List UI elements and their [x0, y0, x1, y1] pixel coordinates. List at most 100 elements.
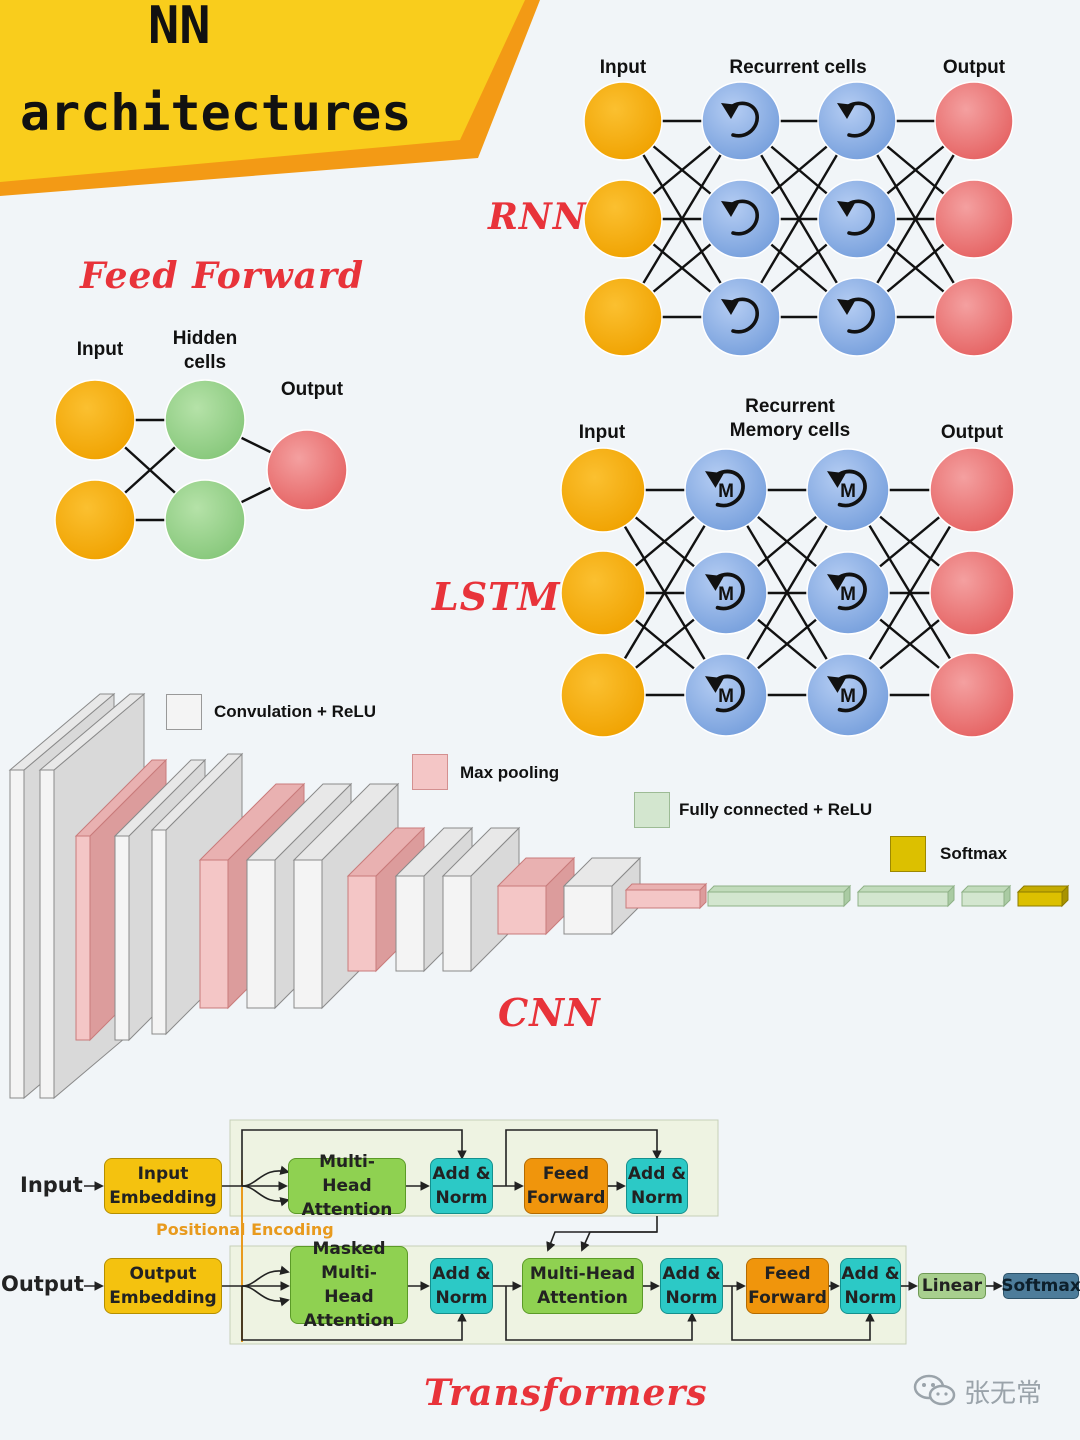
output-embedding-box: Output Embedding: [104, 1258, 222, 1314]
rnn-recurrent-node: [817, 81, 897, 161]
lstm-input-node: [560, 652, 646, 738]
rnn-recurrent-node: [701, 277, 781, 357]
encoder-add-norm-2-box: Add & Norm: [626, 1158, 688, 1214]
cnn-fc-layer: [706, 884, 852, 908]
lstm-memory-node: [684, 551, 768, 635]
lstm-memory-label: Recurrent Memory cells: [729, 396, 851, 441]
lstm-input-node: [560, 550, 646, 636]
rnn-recurrent-label: Recurrent cells: [729, 57, 867, 78]
rnn-input-node: [583, 277, 663, 357]
recurrent-loop-icon: [827, 572, 867, 611]
lstm-memory-node: [806, 551, 890, 635]
rnn-output-node: [934, 179, 1014, 259]
rnn-output-node: [934, 81, 1014, 161]
recurrent-loop-icon: [721, 199, 759, 236]
lstm-memory-letter: M: [840, 481, 856, 502]
legend-fc-label: Fully connected + ReLU: [679, 800, 873, 819]
ff-output-label: Output: [280, 379, 344, 400]
rnn-title: RNN: [488, 196, 587, 238]
lstm-memory-node: [806, 653, 890, 737]
transformers-title: Transformers: [424, 1372, 708, 1414]
encoder-mha-box: Multi-Head Attention: [288, 1152, 406, 1220]
legend-fc-swatch: [634, 792, 670, 828]
ff-input-label: Input: [76, 339, 124, 360]
decoder-add-norm-2-box: Add & Norm: [660, 1258, 723, 1314]
rnn-input-node: [583, 81, 663, 161]
recurrent-loop-icon: [827, 469, 867, 508]
recurrent-loop-icon: [837, 101, 875, 138]
linear-box: Linear: [918, 1273, 986, 1299]
recurrent-loop-icon: [721, 297, 759, 334]
cnn-title: CNN: [498, 990, 601, 1035]
lstm-memory-letter: M: [718, 481, 734, 502]
cnn-pool-layer: [496, 856, 576, 936]
cnn-softmax-layer: [1016, 884, 1070, 908]
rnn-recurrent-node: [701, 81, 781, 161]
softmax-box: Softmax: [1001, 1273, 1080, 1299]
lstm-memory-node: [806, 448, 890, 532]
ff-hidden-node: [164, 479, 246, 561]
cnn-diagram: [8, 692, 1070, 1100]
recurrent-loop-icon: [837, 199, 875, 236]
legend-pool-swatch: [412, 754, 448, 790]
banner-title-line2: architectures: [20, 84, 412, 142]
lstm-memory-letter: M: [718, 584, 734, 605]
tf-input-label: Input: [20, 1173, 83, 1197]
lstm-memory-node: [684, 653, 768, 737]
recurrent-loop-icon: [705, 469, 745, 508]
legend-softmax-swatch: [890, 836, 926, 872]
legend-softmax-label: Softmax: [940, 844, 1008, 863]
lstm-memory-letter: M: [840, 686, 856, 707]
decoder-masked-mha-box: Masked Multi-Head Attention: [290, 1239, 408, 1331]
ff-output-node: [266, 429, 348, 511]
rnn-input-node: [583, 179, 663, 259]
recurrent-loop-icon: [827, 674, 867, 713]
decoder-add-norm-1-box: Add & Norm: [430, 1258, 493, 1314]
banner-title-line1: NN: [148, 0, 211, 56]
lstm-title: LSTM: [432, 574, 561, 619]
encoder-add-norm-1-box: Add & Norm: [430, 1158, 493, 1214]
lstm-memory-node: [684, 448, 768, 532]
lstm-output-node: [929, 447, 1015, 533]
lstm-memory-letter: M: [840, 584, 856, 605]
cnn-pool-layer: [624, 882, 708, 910]
lstm-output-node: [929, 652, 1015, 738]
input-embedding-box: Input Embedding: [104, 1158, 222, 1214]
rnn-recurrent-node: [817, 179, 897, 259]
ff-input-node: [54, 379, 136, 461]
rnn-output-label: Output: [942, 57, 1006, 78]
ff-hidden-label: Hidden cells: [172, 328, 238, 373]
cnn-fc-layer: [960, 884, 1012, 908]
rnn-input-label: Input: [599, 57, 647, 78]
cnn-fc-layer: [856, 884, 956, 908]
rnn-recurrent-node: [701, 179, 781, 259]
tf-output-label: Output: [1, 1272, 84, 1296]
encoder-feed-forward-box: Feed Forward: [524, 1158, 608, 1214]
lstm-input-label: Input: [578, 422, 626, 443]
recurrent-loop-icon: [705, 674, 745, 713]
recurrent-loop-icon: [705, 572, 745, 611]
decoder-mha-box: Multi-Head Attention: [522, 1258, 643, 1314]
positional-encoding-label: Positional Encoding: [156, 1220, 334, 1239]
rnn-recurrent-node: [817, 277, 897, 357]
legend-conv-swatch: [166, 694, 202, 730]
ff-input-node: [54, 479, 136, 561]
recurrent-loop-icon: [837, 297, 875, 334]
lstm-output-node: [929, 550, 1015, 636]
rnn-output-node: [934, 277, 1014, 357]
legend-pool-label: Max pooling: [460, 763, 560, 782]
legend-conv-label: Convulation + ReLU: [214, 702, 376, 721]
watermark-text: 张无常: [964, 1379, 1043, 1409]
title-banner: [0, 0, 540, 196]
ff-hidden-node: [164, 379, 246, 461]
recurrent-loop-icon: [721, 101, 759, 138]
network-diagrams: M M M M M M: [54, 81, 1015, 738]
wechat-icon: [913, 1374, 956, 1406]
lstm-output-label: Output: [940, 422, 1004, 443]
decoder-feed-forward-box: Feed Forward: [746, 1258, 829, 1314]
lstm-memory-letter: M: [718, 686, 734, 707]
decoder-add-norm-3-box: Add & Norm: [840, 1258, 901, 1314]
feed-forward-title: Feed Forward: [80, 255, 365, 297]
lstm-input-node: [560, 447, 646, 533]
